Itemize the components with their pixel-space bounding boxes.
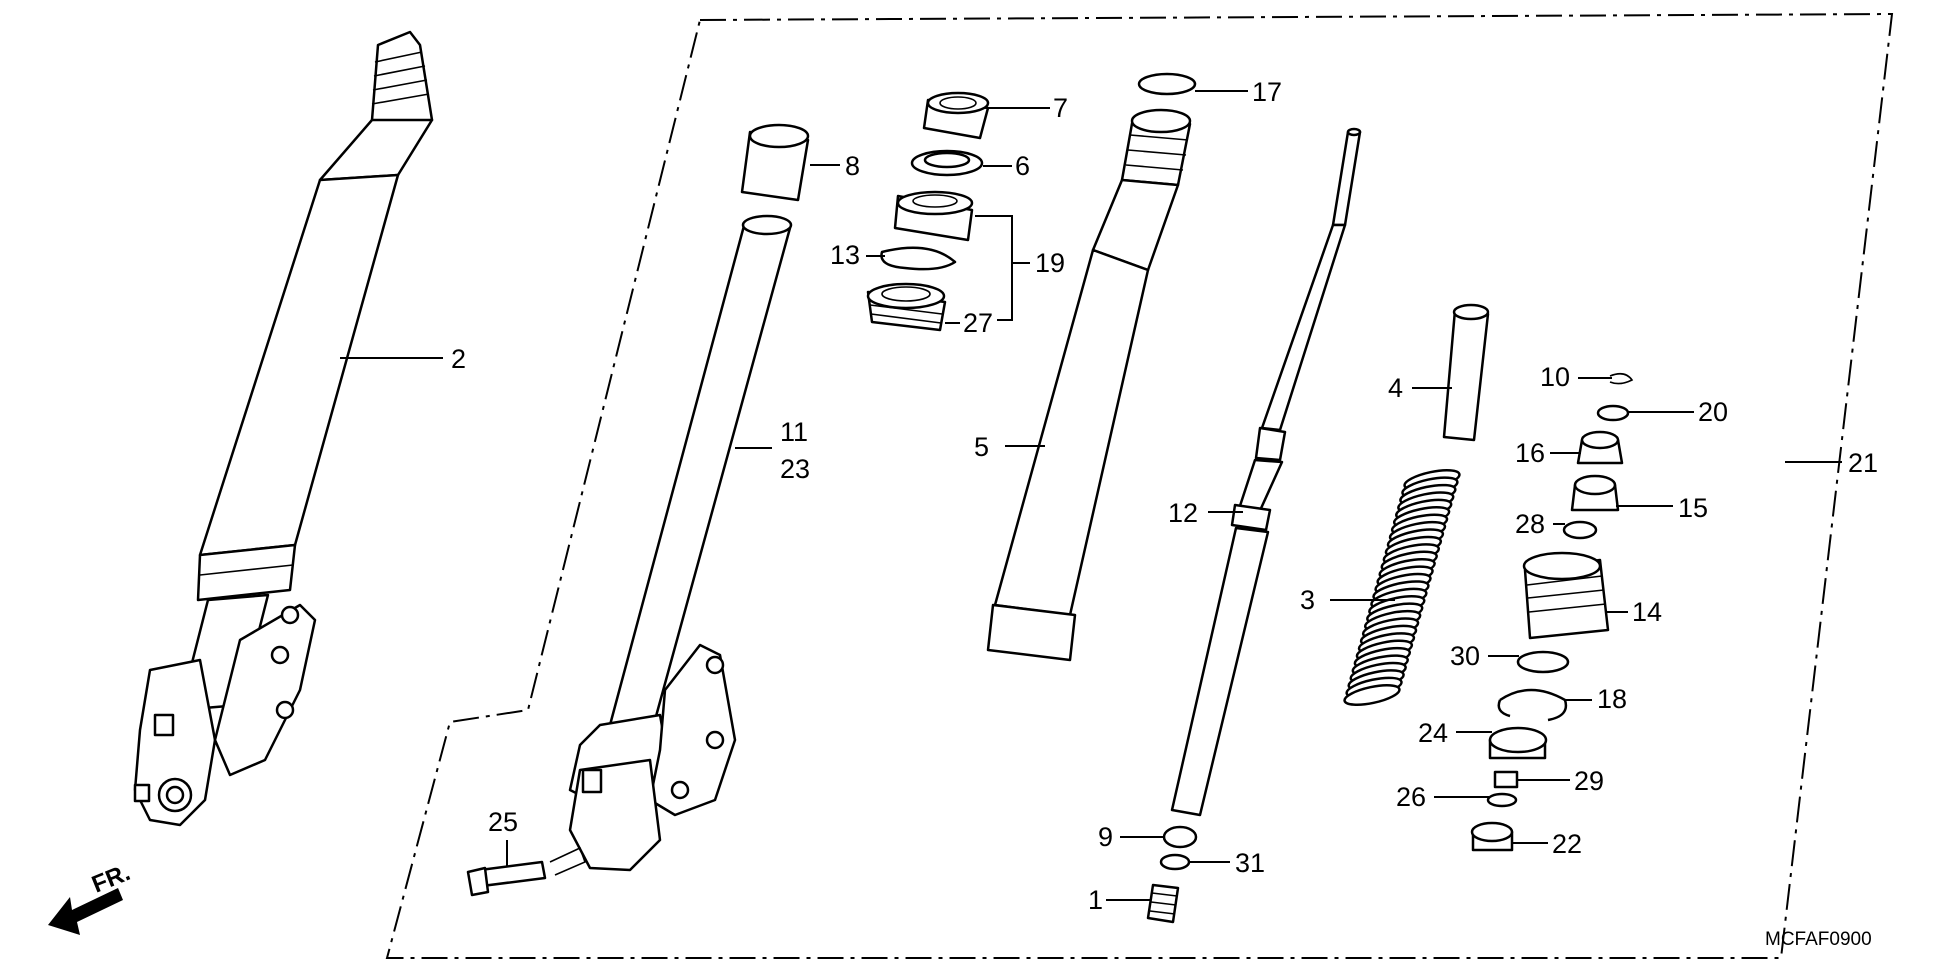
callout-1: 1 (1088, 885, 1103, 915)
part-2-fork-assembly (133, 30, 434, 827)
part-13-clip (880, 246, 957, 271)
callout-5: 5 (974, 432, 989, 462)
part-14-fork-bolt (1522, 551, 1610, 640)
callout-14: 14 (1632, 597, 1662, 627)
part-31-o-ring (1159, 853, 1191, 871)
part-19-dust-seal (893, 190, 974, 242)
part-3-fork-spring (1343, 468, 1461, 707)
callout-15: 15 (1678, 493, 1708, 523)
direction-label: FR. (88, 859, 134, 899)
diagram-code: MCFAF0900 (1765, 929, 1872, 950)
callout-13: 13 (830, 240, 860, 270)
part-30-o-ring (1516, 650, 1570, 674)
callout-12: 12 (1168, 498, 1198, 528)
part-8-bushing (740, 123, 810, 202)
callout-22: 22 (1552, 829, 1582, 859)
part-12-damper-rod (1170, 127, 1362, 817)
callout-18: 18 (1597, 684, 1627, 714)
part-22-nut (1470, 821, 1514, 852)
callout-4: 4 (1388, 373, 1403, 403)
part-11-inner-tube (568, 214, 793, 872)
callout-6: 6 (1015, 151, 1030, 181)
callout-bracket-19 (975, 215, 1020, 321)
part-10-pin (1609, 372, 1634, 385)
part-17-snap-ring (1137, 72, 1197, 96)
part-16-nut (1576, 430, 1624, 465)
callout-16: 16 (1515, 438, 1545, 468)
part-29-nut (1493, 770, 1519, 789)
callout-27: 27 (963, 308, 993, 338)
callout-23: 23 (780, 454, 810, 484)
spring-coil (1343, 683, 1401, 707)
callout-26: 26 (1396, 782, 1426, 812)
part-24-stopper (1488, 726, 1548, 760)
part-1-bolt (1146, 883, 1180, 924)
front-direction-arrow-icon: FR. (48, 859, 134, 935)
callout-21: 21 (1848, 448, 1878, 478)
part-26-washer (1486, 792, 1518, 808)
part-20-washer (1596, 404, 1630, 422)
part-18-snap-ring (1497, 688, 1568, 722)
part-15-nut (1570, 474, 1620, 512)
callout-labels: 1234567891011121314151617181920212223242… (340, 77, 1878, 915)
callout-2: 2 (451, 344, 466, 374)
part-9-washer (1162, 825, 1198, 849)
assembly-boundary (385, 12, 1894, 959)
callout-28: 28 (1515, 509, 1545, 539)
part-6-washer (910, 149, 984, 177)
part-25-bolt (466, 846, 587, 897)
callout-19: 19 (1035, 248, 1065, 278)
part-28-o-ring (1562, 520, 1598, 540)
callout-10: 10 (1540, 362, 1570, 392)
part-7-seal (922, 91, 990, 140)
callout-25: 25 (488, 807, 518, 837)
callout-24: 24 (1418, 718, 1448, 748)
callout-8: 8 (845, 151, 860, 181)
callout-20: 20 (1698, 397, 1728, 427)
callout-31: 31 (1235, 848, 1265, 878)
callout-11: 11 (780, 417, 808, 447)
callout-7: 7 (1053, 93, 1068, 123)
part-5-outer-tube (986, 108, 1192, 662)
part-27-oil-seal (866, 282, 947, 332)
part-4-spacer (1442, 303, 1490, 442)
callout-3: 3 (1300, 585, 1315, 615)
callout-30: 30 (1450, 641, 1480, 671)
callout-9: 9 (1098, 822, 1113, 852)
callout-29: 29 (1574, 766, 1604, 796)
callout-17: 17 (1252, 77, 1282, 107)
